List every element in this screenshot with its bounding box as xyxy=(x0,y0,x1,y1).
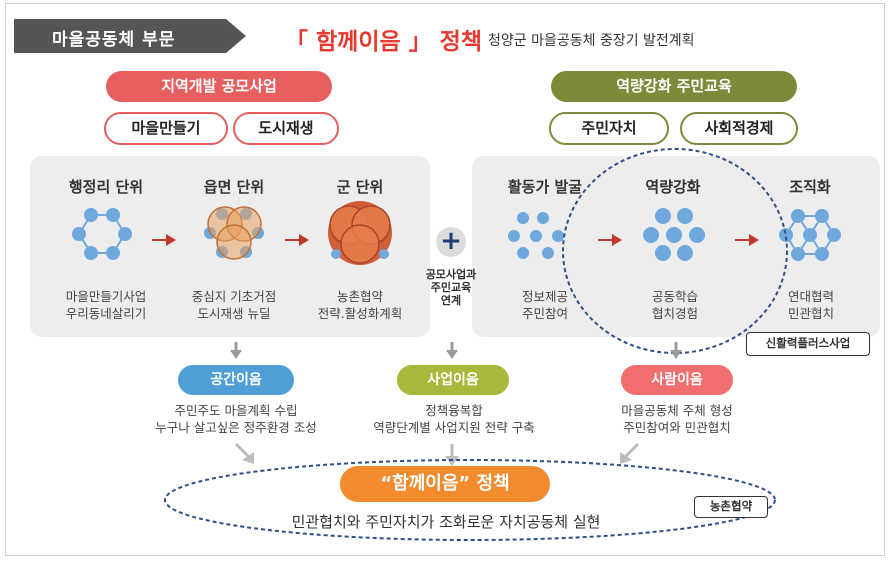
outcome-space-bubble: 공간이음 xyxy=(178,365,294,395)
desc-line: 주민주도 마을계획 수립 xyxy=(174,403,298,418)
left-group-heading: 지역개발 공모사업 xyxy=(106,71,332,102)
right-step-1-title: 활동가 발굴 xyxy=(507,178,583,196)
arrow-right-icon xyxy=(285,234,309,246)
diagram-frame xyxy=(5,3,885,556)
right-tag-2: 사회적경제 xyxy=(680,112,798,145)
scattered-dots-icon xyxy=(508,212,564,259)
connector-line: 주민교육 xyxy=(430,281,472,294)
desc-line: 협치경험 xyxy=(651,306,698,321)
arrow-head xyxy=(242,452,254,464)
arrow-right-icon xyxy=(152,234,176,246)
right-step-2-desc: 공동학습 협치경험 xyxy=(620,288,730,322)
connector-line: 연계 xyxy=(440,294,462,307)
connector-line: 공모사업과 xyxy=(425,268,477,281)
desc-line: 마을만들기사업 xyxy=(65,289,147,304)
organized-network-icon xyxy=(779,209,841,261)
arrow-down-icon xyxy=(230,342,242,359)
outcome-project-bubble: 사업이음 xyxy=(397,365,509,395)
village-network-icon xyxy=(72,208,132,260)
left-step-2-desc: 중심지 기초거점 도시재생 뉴딜 xyxy=(166,288,302,322)
desc-line: 공동학습 xyxy=(651,289,698,304)
final-tag: 농촌협약 xyxy=(694,496,768,518)
desc-line: 정보제공 xyxy=(521,289,568,304)
policy-title: 「 함께이음 」 정책 xyxy=(285,29,482,55)
arrow-down-icon xyxy=(446,342,458,359)
desc-line: 역량단계별 사업지원 전략 구축 xyxy=(373,420,535,435)
desc-line: 중심지 기초거점 xyxy=(191,289,277,304)
left-tag-2: 도시재생 xyxy=(233,112,339,145)
left-step-2-title: 읍면 단위 xyxy=(203,178,265,196)
town-cluster-icon xyxy=(204,206,264,260)
right-tag-1: 주민자치 xyxy=(549,112,669,145)
desc-line: 연대협력 xyxy=(787,289,834,304)
left-step-1-title: 행정리 단위 xyxy=(68,178,144,196)
final-desc: 민관협치와 주민자치가 조화로운 자치공동체 실현 xyxy=(291,513,601,531)
right-step-3-title: 조직화 xyxy=(789,178,831,196)
desc-line: 누구나 살고싶은 정주환경 조성 xyxy=(155,420,317,435)
arrow-right-icon xyxy=(735,234,759,246)
plan-title: 청양군 마을공동체 중장기 발전계획 xyxy=(488,33,695,49)
section-tag-arrow xyxy=(14,19,246,53)
desc-line: 전략.활성화계획 xyxy=(317,306,403,321)
right-group-heading: 역량강화 주민교육 xyxy=(551,71,797,102)
desc-line: 도시재생 뉴딜 xyxy=(197,306,271,321)
desc-line: 농촌협약 xyxy=(336,289,383,304)
left-tag-1: 마을만들기 xyxy=(104,112,228,145)
outcome-project-desc: 정책융복합 역량단계별 사업지원 전략 구축 xyxy=(338,402,570,436)
final-dashed-ellipse xyxy=(164,459,776,541)
left-step-3-title: 군 단위 xyxy=(336,178,384,196)
left-step-1-desc: 마을만들기사업 우리동네살리기 xyxy=(38,288,174,322)
arrow-right-icon xyxy=(598,234,622,246)
outcome-space-desc: 주민주도 마을계획 수립 누구나 살고싶은 정주환경 조성 xyxy=(120,402,352,436)
left-step-3-desc: 농촌협약 전략.활성화계획 xyxy=(292,288,428,322)
right-step-3-desc: 연대협력 민관협치 xyxy=(756,288,866,322)
program-label: 신활력플러스사업 xyxy=(746,332,870,356)
desc-line: 민관협치 xyxy=(787,306,834,321)
section-tag: 마을공동체 부문 xyxy=(14,19,249,53)
plus-icon: + xyxy=(436,227,466,257)
county-overlap-icon xyxy=(328,201,392,265)
desc-line: 주민참여와 민관협치 xyxy=(623,420,731,435)
right-panel xyxy=(472,156,880,337)
desc-line: 우리동네살리기 xyxy=(65,306,147,321)
arrow-head xyxy=(620,452,632,464)
section-label: 마을공동체 부문 xyxy=(52,30,176,50)
connector-label: 공모사업과 주민교육 연계 xyxy=(421,268,481,307)
desc-line: 정책융복합 xyxy=(425,403,483,418)
right-step-1-desc: 정보제공 주민참여 xyxy=(490,288,600,322)
right-step-2-title: 역량강화 xyxy=(645,178,701,196)
outcome-people-bubble: 사람이음 xyxy=(621,365,733,395)
emphasis-dashed-circle xyxy=(562,148,788,354)
desc-line: 마을공동체 주체 형성 xyxy=(621,403,733,418)
outcome-people-desc: 마을공동체 주체 형성 주민참여와 민관협치 xyxy=(574,402,780,436)
arrow-down-icon xyxy=(670,342,682,359)
desc-line: 주민참여 xyxy=(521,306,568,321)
final-title: “함께이음” 정책 xyxy=(340,466,550,502)
dot-cluster-icon xyxy=(643,208,705,261)
